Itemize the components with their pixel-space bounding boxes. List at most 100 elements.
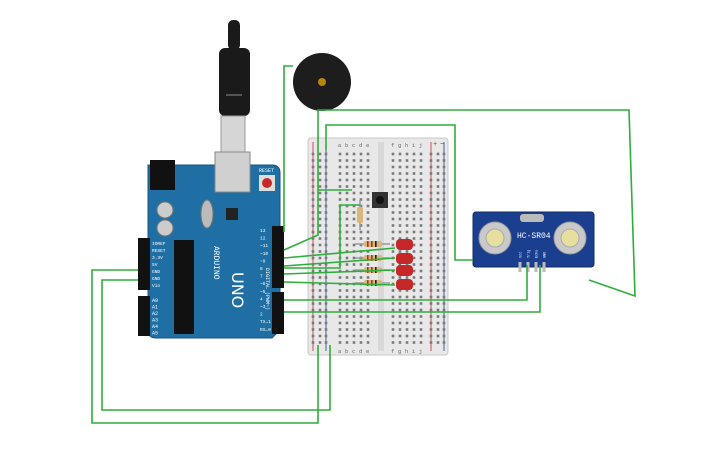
breadboard-hole xyxy=(419,282,423,286)
breadboard-hole xyxy=(442,152,446,156)
breadboard-hole xyxy=(311,191,315,195)
breadboard-hole xyxy=(436,224,440,227)
wire-led-1[interactable] xyxy=(283,247,396,259)
breadboard-hole xyxy=(318,152,322,156)
breadboard-hole xyxy=(398,295,402,299)
column-letter: a xyxy=(338,348,342,355)
breadboard-hole xyxy=(318,250,322,253)
breadboard-hole xyxy=(436,172,440,175)
wire-sensor-loop[interactable] xyxy=(283,109,636,298)
breadboard-hole xyxy=(398,204,402,208)
breadboard-hole xyxy=(345,185,349,188)
breadboard-hole xyxy=(324,334,328,338)
digital-pin-label: ~6 xyxy=(260,281,266,287)
breadboard-hole xyxy=(398,276,402,279)
breadboard-hole xyxy=(311,152,315,156)
breadboard-hole xyxy=(345,302,349,305)
wire-led-2[interactable] xyxy=(283,257,396,267)
breadboard-hole xyxy=(429,172,433,175)
breadboard-hole xyxy=(412,165,416,169)
breadboard-hole xyxy=(366,334,370,338)
breadboard-hole xyxy=(324,341,328,344)
breadboard-hole xyxy=(442,172,446,175)
breadboard-hole xyxy=(338,159,342,162)
breadboard-hole xyxy=(412,263,416,266)
breadboard-hole xyxy=(366,217,370,221)
breadboard-hole xyxy=(352,159,356,162)
breadboard-hole xyxy=(398,224,402,227)
breadboard-hole xyxy=(352,152,356,156)
piezo-buzzer[interactable] xyxy=(293,53,351,111)
led[interactable] xyxy=(396,239,413,250)
breadboard-hole xyxy=(391,230,395,234)
push-button[interactable] xyxy=(372,192,388,208)
led[interactable] xyxy=(396,253,413,264)
power-jack xyxy=(150,160,175,190)
breadboard-hole xyxy=(442,269,446,273)
column-letter: h xyxy=(405,142,408,149)
usb-cable[interactable] xyxy=(219,20,250,153)
breadboard-hole xyxy=(366,295,370,299)
breadboard-hole xyxy=(398,152,402,156)
breadboard-hole xyxy=(391,178,395,182)
breadboard-hole xyxy=(391,165,395,169)
column-letter: d xyxy=(359,142,362,149)
wire-button[interactable] xyxy=(284,204,360,269)
digital-pin-label: 8 xyxy=(260,266,263,272)
breadboard-hole xyxy=(345,224,349,227)
breadboard-hole xyxy=(318,185,322,188)
breadboard-hole xyxy=(352,276,356,279)
breadboard-hole xyxy=(436,328,440,331)
breadboard-hole xyxy=(318,165,322,169)
wire-gnd-loop[interactable] xyxy=(91,269,319,424)
breadboard-hole xyxy=(429,191,433,195)
digital-pin-label: RX←0 xyxy=(260,327,271,333)
breadboard-hole xyxy=(405,159,409,162)
breadboard-hole xyxy=(391,289,395,292)
wire-led-4[interactable] xyxy=(283,281,396,286)
breadboard-hole xyxy=(345,321,349,325)
breadboard-hole xyxy=(429,224,433,227)
breadboard-hole xyxy=(311,328,315,331)
breadboard-hole xyxy=(391,295,395,299)
breadboard-hole xyxy=(359,289,363,292)
resistor-band xyxy=(367,241,369,247)
breadboard-hole xyxy=(366,237,370,240)
wire-5v-loop[interactable] xyxy=(101,279,331,411)
breadboard-hole xyxy=(429,302,433,305)
breadboard-hole xyxy=(429,321,433,325)
breadboard-hole xyxy=(442,341,446,344)
breadboard-hole xyxy=(391,334,395,338)
breadboard-hole xyxy=(405,185,409,188)
breadboard-hole xyxy=(318,217,322,221)
resistor[interactable] xyxy=(364,241,382,247)
wire-sensor-trig[interactable] xyxy=(284,265,528,301)
breadboard-hole xyxy=(359,302,363,305)
breadboard-hole xyxy=(318,289,322,292)
breadboard-hole xyxy=(391,237,395,240)
breadboard-hole xyxy=(419,217,423,221)
breadboard-hole xyxy=(419,243,423,247)
breadboard-hole xyxy=(359,191,363,195)
wire-rail-top[interactable] xyxy=(325,124,473,261)
breadboard-hole xyxy=(398,321,402,325)
breadboard-hole xyxy=(429,152,433,156)
breadboard-hole xyxy=(398,315,402,318)
breadboard-hole xyxy=(352,295,356,299)
breadboard-hole xyxy=(405,237,409,240)
wire-sensor-echo[interactable] xyxy=(284,265,541,313)
breadboard-hole xyxy=(419,263,423,266)
arduino-uno-board[interactable]: RESET ARDUINO UNO DIGITAL (PWM~) IOREFRE… xyxy=(138,151,284,339)
breadboard-hole xyxy=(429,341,433,344)
breadboard-hole xyxy=(366,172,370,175)
usb-port xyxy=(214,151,251,193)
breadboard-hole xyxy=(359,172,363,175)
breadboard-hole xyxy=(442,217,446,221)
wire-led-3[interactable] xyxy=(283,269,396,275)
wire-buzzer[interactable] xyxy=(283,65,293,232)
led[interactable] xyxy=(396,265,413,276)
breadboard-hole xyxy=(436,178,440,182)
led[interactable] xyxy=(396,279,413,290)
